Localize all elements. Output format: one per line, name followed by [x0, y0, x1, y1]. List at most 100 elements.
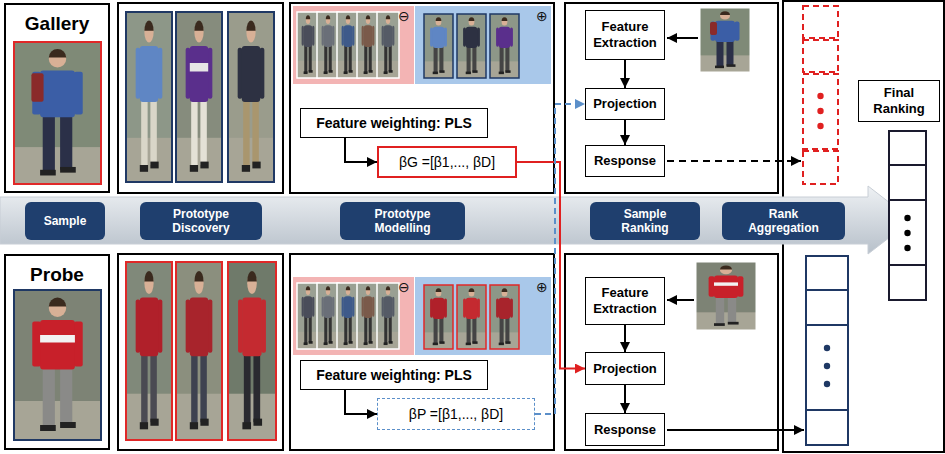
person-photo — [228, 262, 276, 440]
rank-slot — [806, 410, 848, 445]
rank-slot — [889, 265, 926, 300]
positive-set — [415, 277, 551, 355]
rank-slot — [806, 256, 848, 290]
sign-symbol: ⊖ — [398, 9, 410, 23]
rank-slot — [803, 151, 838, 184]
weight-vector-box: βP =[β1,..., βD] — [377, 398, 535, 430]
node-text: Gallery — [25, 13, 89, 36]
rank-slot — [889, 131, 926, 165]
input-arrow — [667, 299, 694, 301]
node-text: Rank Aggregation — [742, 207, 825, 236]
stage-label: Sample Ranking — [590, 202, 700, 240]
sample-panel: Probe — [4, 254, 110, 450]
node-text: Projection — [593, 361, 657, 377]
arrow-connector — [624, 325, 626, 352]
person-photo — [490, 285, 519, 349]
person-photo — [490, 14, 519, 78]
person-photo — [457, 285, 486, 349]
person-photo — [337, 283, 359, 349]
process-box: Projection — [585, 352, 665, 385]
person-photo — [176, 262, 222, 440]
arrow-connector — [535, 104, 585, 414]
section-panel — [290, 254, 554, 450]
section-panel — [118, 254, 283, 450]
rank-slot — [806, 325, 848, 410]
gallery-ranking — [803, 6, 838, 184]
node-text: Feature weighting: PLS — [316, 115, 472, 132]
person-photo — [176, 12, 222, 182]
rank-slot — [803, 6, 838, 38]
ellipsis-dot — [817, 123, 823, 129]
rank-slot — [889, 165, 926, 200]
node-text: Sample Ranking — [608, 207, 682, 236]
weight-vector-box: βG =[β1,..., βD] — [377, 146, 517, 178]
input-arrow — [667, 37, 698, 39]
node-text: βG =[β1,..., βD] — [399, 154, 495, 171]
person-photo — [424, 285, 453, 349]
ellipsis-dot — [817, 93, 823, 99]
node-text: Probe — [30, 264, 84, 287]
weighting-box: Feature weighting: PLS — [300, 108, 488, 138]
positive-set — [415, 6, 551, 84]
process-box: Feature Extraction — [585, 277, 665, 325]
ellipsis-dot — [904, 215, 910, 221]
section-panel — [565, 3, 778, 193]
arrow-connector — [517, 162, 585, 369]
section-panel — [118, 3, 283, 193]
negative-set — [293, 277, 414, 355]
person-photo — [424, 14, 453, 78]
person-photo — [317, 283, 339, 349]
person-photo — [357, 12, 379, 78]
sample-panel: Gallery — [4, 3, 110, 193]
ellipsis-dot — [824, 363, 830, 369]
node-text: Prototype Discovery — [160, 207, 242, 236]
stage-label: Sample — [25, 202, 105, 240]
person-photo — [126, 12, 172, 182]
node-text: Feature Extraction — [590, 19, 660, 50]
rank-slot — [806, 290, 848, 325]
person-photo — [228, 12, 274, 182]
ellipsis-dot — [824, 345, 830, 351]
process-box: Response — [585, 145, 665, 177]
person-photo — [317, 12, 339, 78]
final-ranking — [889, 131, 926, 300]
person-photo — [700, 8, 750, 72]
person-photo — [126, 262, 172, 440]
person-photo — [377, 283, 399, 349]
arrow-connector — [624, 120, 626, 145]
section-panel — [565, 254, 778, 450]
node-text: Response — [594, 422, 656, 438]
section-panel — [290, 3, 554, 193]
rank-slot — [803, 74, 838, 149]
node-text: Projection — [593, 96, 657, 112]
node-text: Feature Extraction — [590, 285, 660, 316]
ellipsis-dot — [904, 245, 910, 251]
flow-band — [0, 186, 912, 254]
output-arrow — [667, 160, 801, 162]
stage-label: Prototype Modelling — [340, 202, 465, 240]
arrow-connector — [624, 60, 626, 88]
process-box: Feature Extraction — [585, 10, 665, 60]
ellipsis-dot — [824, 381, 830, 387]
node-text: Sample — [44, 214, 87, 228]
output-box: Final Ranking — [858, 80, 940, 122]
probe-ranking — [806, 256, 848, 445]
person-photo — [377, 12, 399, 78]
output-arrow — [667, 429, 804, 431]
person-photo — [337, 12, 359, 78]
person-photo — [696, 262, 756, 330]
person-photo — [14, 42, 101, 184]
stage-label: Rank Aggregation — [722, 202, 845, 240]
person-photo — [357, 283, 379, 349]
ellipsis-dot — [817, 108, 823, 114]
person-photo — [297, 283, 319, 349]
node-text: Response — [594, 153, 656, 169]
stage-label: Prototype Discovery — [140, 202, 262, 240]
ellipsis-dot — [904, 230, 910, 236]
rank-slot — [803, 40, 838, 72]
person-photo — [297, 12, 319, 78]
section-panels — [118, 3, 778, 450]
node-text: Final Ranking — [863, 85, 935, 116]
